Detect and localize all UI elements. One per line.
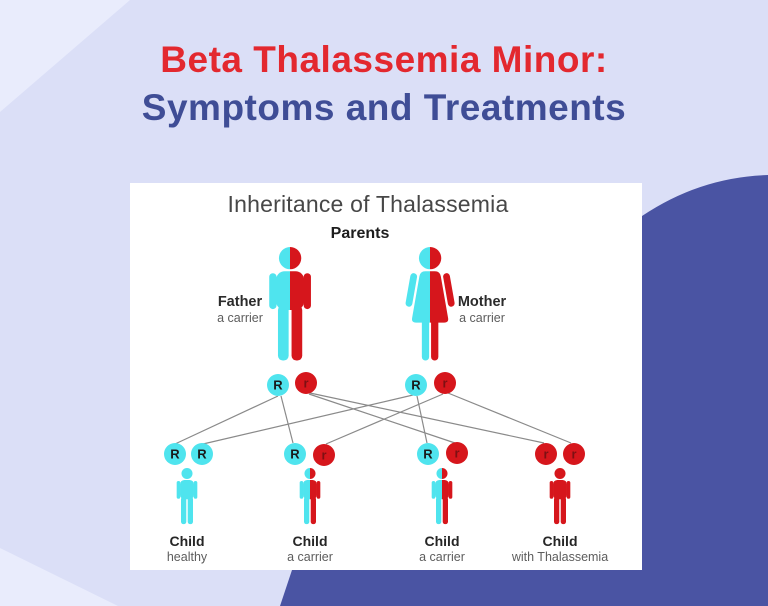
- line-motherR-child1: [202, 394, 414, 445]
- child1-figure-healthy: [176, 468, 198, 525]
- diagram-title: Inheritance of Thalassemia: [227, 191, 509, 217]
- child2-alleles: R r: [284, 443, 335, 466]
- parents-label: Parents: [330, 225, 390, 242]
- child1-name: Child: [169, 533, 205, 549]
- allele-letter: R: [411, 378, 421, 393]
- child2-name: Child: [292, 533, 328, 549]
- inheritance-lines: [174, 392, 572, 445]
- child3-alleles: R r: [417, 442, 468, 465]
- child1-status: healthy: [166, 550, 208, 564]
- mother-alleles: R r: [405, 372, 456, 396]
- allele-letter: R: [273, 378, 283, 393]
- allele-circle-R: [191, 443, 213, 465]
- allele-circle-R: [284, 443, 306, 465]
- child3-figure-carrier: [431, 468, 453, 525]
- allele-circle-R: [405, 374, 427, 396]
- line-fatherr-child3: [308, 393, 456, 444]
- allele-circle-r: [313, 444, 335, 466]
- allele-letter: r: [303, 376, 308, 391]
- allele-letter: R: [197, 447, 207, 462]
- page-title-line2: Symptoms and Treatments: [141, 87, 627, 128]
- child1-alleles: R R: [164, 443, 213, 465]
- child4-figure-thalassemia: [549, 468, 571, 525]
- line-fatherR-child2: [280, 395, 294, 444]
- child3-status: a carrier: [419, 550, 465, 564]
- child3-label: Child a carrier: [382, 533, 502, 565]
- inheritance-diagram-card: R r R r R R R r: [130, 183, 642, 570]
- child1-label: Child healthy: [127, 533, 247, 565]
- page-title-line1: Beta Thalassemia Minor:: [160, 39, 608, 80]
- child3-name: Child: [424, 533, 460, 549]
- line-motherr-child4: [447, 392, 572, 444]
- mother-status: a carrier: [459, 311, 505, 325]
- allele-letter: r: [571, 447, 576, 462]
- child2-label: Child a carrier: [250, 533, 370, 565]
- allele-circle-r: [434, 372, 456, 394]
- inheritance-diagram: R r R r R R R r: [164, 247, 585, 525]
- allele-circle-r: [446, 442, 468, 464]
- father-label: Father a carrier: [195, 293, 285, 326]
- allele-circle-r: [295, 372, 317, 394]
- mother-label: Mother a carrier: [437, 293, 527, 326]
- page-title: Beta Thalassemia Minor: Symptoms and Tre…: [0, 36, 768, 132]
- father-status: a carrier: [217, 311, 263, 325]
- allele-circle-r: [563, 443, 585, 465]
- father-name: Father: [217, 294, 263, 310]
- allele-letter: r: [454, 446, 459, 461]
- allele-letter: R: [170, 447, 180, 462]
- child4-alleles: r r: [535, 443, 585, 465]
- child4-name: Child: [542, 533, 578, 549]
- child2-figure-carrier: [299, 468, 321, 525]
- allele-circle-R: [164, 443, 186, 465]
- line-fatherR-child1: [174, 395, 279, 445]
- allele-letter: r: [543, 447, 548, 462]
- father-alleles: R r: [267, 372, 317, 396]
- child4-status: with Thalassemia: [511, 550, 609, 564]
- allele-letter: R: [290, 447, 300, 462]
- allele-letter: r: [442, 376, 447, 391]
- allele-circle-R: [267, 374, 289, 396]
- child2-status: a carrier: [287, 550, 333, 564]
- mother-name: Mother: [457, 294, 507, 310]
- allele-circle-R: [417, 443, 439, 465]
- allele-circle-r: [535, 443, 557, 465]
- allele-letter: R: [423, 447, 433, 462]
- line-fatherr-child4: [309, 392, 545, 444]
- allele-letter: r: [321, 448, 326, 463]
- line-motherr-child2: [325, 393, 444, 445]
- child4-label: Child with Thalassemia: [500, 533, 620, 565]
